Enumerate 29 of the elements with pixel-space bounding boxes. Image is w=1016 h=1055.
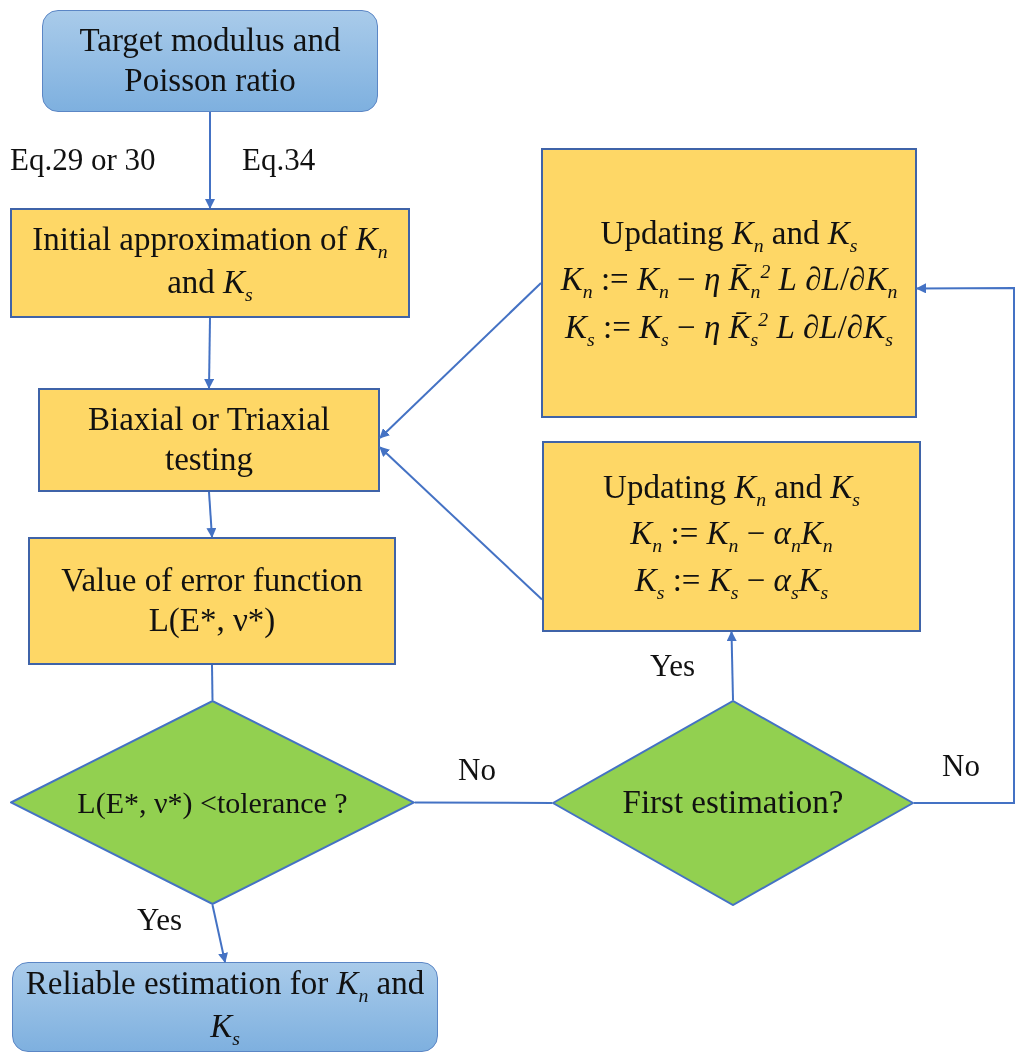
arrow — [379, 282, 542, 439]
update-formula: K$_{s}$ := K$_{s}$ − α$_{s}$K$_{s}$ — [634, 561, 829, 605]
node-text: Updating K$_{n}$ and K$_{s}$ — [603, 467, 860, 511]
process-box — [10, 208, 410, 318]
arrow — [206, 491, 217, 538]
process-box — [38, 388, 380, 492]
process-box — [28, 537, 396, 665]
process-box — [541, 148, 917, 418]
arrow — [211, 904, 228, 963]
arrow — [205, 111, 215, 209]
node-text: Value of error function L(E*, ν*) — [60, 561, 364, 640]
decision-diamond — [552, 700, 914, 906]
update-formula: K$_{s}$ := K$_{s}$ − η K̄$_{s}$$^{2}$ L ∂L/∂K$_{s}$ — [565, 306, 893, 352]
arrow — [913, 283, 1015, 804]
node-text: Initial approximation of K$_{n}$ and K$_{s}$ — [31, 219, 389, 307]
node-text: L(E*, ν*) <tolerance ? — [77, 784, 348, 821]
arrow — [726, 631, 737, 701]
arrow — [379, 446, 543, 601]
node-text: Updating K$_{n}$ and K$_{s}$ — [600, 214, 858, 258]
node-text: Target modulus and Poisson ratio — [78, 21, 342, 100]
node-text: Biaxial or Triaxial testing — [87, 400, 331, 479]
decision-diamond — [10, 700, 415, 905]
arrow — [204, 317, 215, 389]
node-text: Reliable estimation for K$_{n}$ and K$_{s}$ — [24, 963, 426, 1051]
update-formula: K$_{n}$ := K$_{n}$ − η K̄$_{n}$$^{2}$ L ∂L/∂K$_{n}$ — [560, 259, 898, 304]
node-text: First estimation? — [622, 783, 844, 823]
process-box — [542, 441, 921, 632]
start-box — [42, 10, 378, 112]
update-formula: K$_{n}$ := K$_{n}$ − α$_{n}$K$_{n}$ — [630, 513, 833, 558]
